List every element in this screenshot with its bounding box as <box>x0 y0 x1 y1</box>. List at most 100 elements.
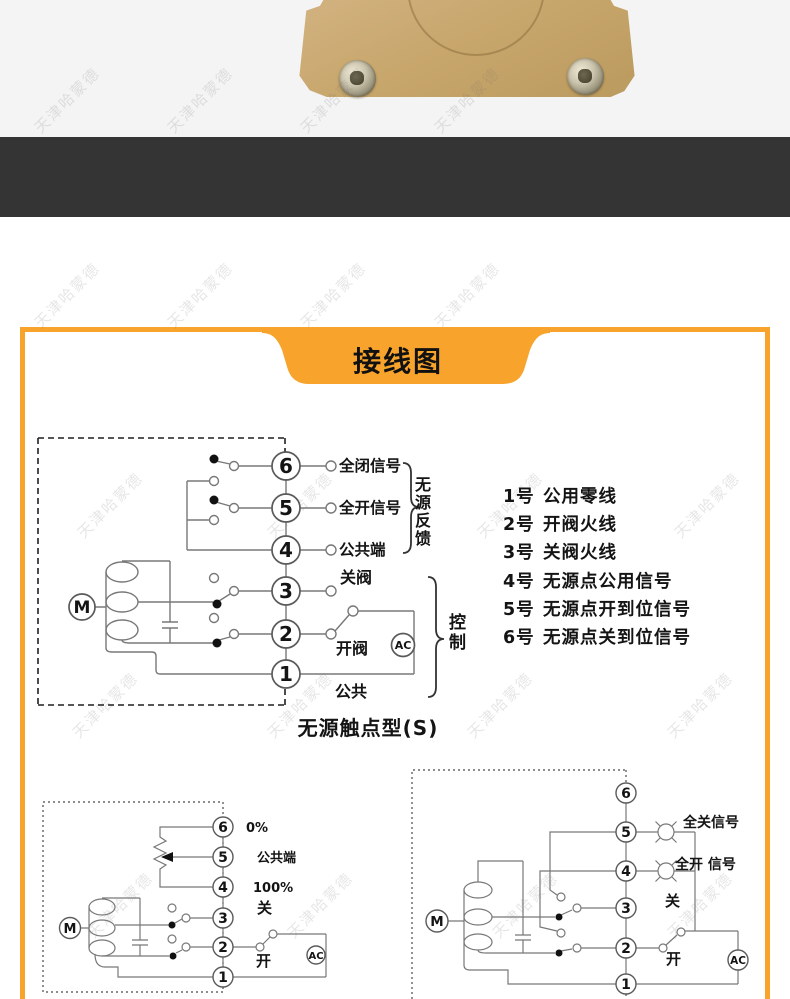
lamp-open-icon <box>657 862 675 880</box>
open-contacts <box>208 460 359 640</box>
label-close: 关 <box>257 899 272 917</box>
legend-no: 2号 <box>503 514 535 535</box>
lamp-feedback-diagram: 6 5 4 3 2 1 M AC 全关信号 全开 信号 关 开 <box>411 769 749 999</box>
closed-contacts <box>168 921 177 960</box>
label-common: 公共 <box>335 682 367 701</box>
wire-labels: 全关信号 全开 信号 关 开 <box>665 814 739 968</box>
label-common-terminal: 公共端 <box>339 540 386 559</box>
legend-no: 5号 <box>503 599 535 620</box>
watermark: 天津哈蒙德 <box>163 258 237 332</box>
label-common-terminal: 公共端 <box>257 850 296 866</box>
motor-symbol: M <box>430 914 443 930</box>
watermark: 天津哈蒙德 <box>30 258 104 332</box>
terminal-1: 1 <box>279 662 293 686</box>
wiring-panel <box>20 327 770 999</box>
terminal-circles <box>425 782 749 995</box>
watermark: 天津哈蒙德 <box>430 258 504 332</box>
terminal-4: 4 <box>621 864 631 880</box>
terminal-1: 1 <box>621 977 631 993</box>
feedback-group-label: 无源反馈 <box>412 476 431 548</box>
terminal-5: 5 <box>279 496 293 520</box>
legend-text: 无源点公用信号 <box>543 571 673 592</box>
terminal-4: 4 <box>279 538 293 562</box>
legend-no: 1号 <box>503 486 535 507</box>
legend-text: 无源点关到位信号 <box>543 628 691 649</box>
potentiometer-diagram: 6 5 4 3 2 1 M AC 0% 公共端 100% 关 开 <box>42 801 327 993</box>
terminal-circles <box>58 816 326 988</box>
ac-source-symbol: AC <box>730 955 746 967</box>
open-contacts <box>167 903 278 952</box>
terminal-legend: 1号 公用零线 2号 开阀火线 3号 关阀火线 4号 无源点公用信号 5号 无源… <box>503 481 691 651</box>
main-wiring-diagram: 6 5 4 3 2 1 M AC 全闭信号 全开信号 公共端 关阀 开阀 公共 <box>37 437 445 706</box>
legend-no: 4号 <box>503 571 535 592</box>
closed-contacts <box>555 913 563 957</box>
wire-labels: 0% 公共端 100% 关 开 <box>246 821 296 970</box>
label-full-open-signal: 全开 信号 <box>674 856 736 873</box>
wires <box>81 826 327 978</box>
motor-symbol: M <box>74 598 91 618</box>
legend-text: 公用零线 <box>543 486 617 507</box>
terminal-3: 3 <box>279 579 293 603</box>
legend-row: 5号 无源点开到位信号 <box>503 594 691 622</box>
legend-row: 1号 公用零线 <box>503 481 691 509</box>
terminal-3: 3 <box>621 901 631 917</box>
legend-no: 6号 <box>503 628 535 649</box>
dark-divider-band <box>0 137 790 217</box>
dotted-border <box>411 769 627 999</box>
terminal-6: 6 <box>621 786 631 802</box>
legend-row: 6号 无源点关到位信号 <box>503 622 691 650</box>
label-100-percent: 100% <box>253 881 293 896</box>
terminal-3: 3 <box>218 911 228 927</box>
label-open-valve: 开阀 <box>336 639 368 658</box>
label-full-close-signal: 全关信号 <box>682 814 739 831</box>
label-open: 开 <box>666 950 681 968</box>
terminal-6: 6 <box>279 454 293 478</box>
wires <box>95 460 415 675</box>
terminal-numbers: 6 5 4 3 2 1 M AC <box>430 786 746 993</box>
open-contacts <box>556 823 686 953</box>
label-full-open-signal: 全开信号 <box>338 498 401 517</box>
legend-text: 关阀火线 <box>543 543 617 564</box>
group-braces <box>402 462 445 698</box>
label-full-closed-signal: 全闭信号 <box>338 456 401 475</box>
terminal-2: 2 <box>218 940 228 956</box>
main-diagram-title: 无源触点型(S) <box>297 716 439 740</box>
terminal-4: 4 <box>218 880 228 896</box>
screw-left <box>339 60 376 97</box>
watermark: 天津哈蒙德 <box>296 258 370 332</box>
terminal-1: 1 <box>218 970 228 986</box>
legend-text: 开阀火线 <box>543 514 617 535</box>
terminal-numbers: 6 5 4 3 2 1 M AC <box>74 454 412 686</box>
ac-source-symbol: AC <box>395 639 412 652</box>
terminal-5: 5 <box>218 850 228 866</box>
terminal-2: 2 <box>621 941 631 957</box>
panel-title: 接线图 <box>352 345 443 378</box>
tab-background <box>262 327 550 384</box>
wire-labels: 全闭信号 全开信号 公共端 关阀 开阀 公共 <box>335 456 401 701</box>
terminal-5: 5 <box>621 825 631 841</box>
label-open: 开 <box>256 952 271 970</box>
dotted-border <box>42 801 224 993</box>
dashed-border <box>37 437 286 706</box>
screw-socket-icon <box>350 71 364 85</box>
terminal-circles <box>68 451 416 689</box>
screw-right <box>567 58 604 95</box>
legend-no: 3号 <box>503 543 535 564</box>
terminal-6: 6 <box>218 820 228 836</box>
potentiometer-arrow <box>161 852 173 862</box>
lamp-close-icon <box>657 823 675 841</box>
legend-row: 2号 开阀火线 <box>503 509 691 537</box>
legend-text: 无源点开到位信号 <box>543 599 691 620</box>
motor-symbol: M <box>64 922 77 937</box>
ac-source-symbol: AC <box>308 951 323 962</box>
control-group-label: 控制 <box>445 613 465 653</box>
label-0-percent: 0% <box>246 821 268 836</box>
legend-row: 4号 无源点公用信号 <box>503 566 691 594</box>
panel-title-tab <box>262 327 550 384</box>
label-close-valve: 关阀 <box>340 568 372 587</box>
terminal-numbers: 6 5 4 3 2 1 M AC <box>64 820 324 986</box>
screw-socket-icon <box>578 69 592 83</box>
closed-contacts <box>209 454 222 648</box>
label-close: 关 <box>665 892 680 910</box>
